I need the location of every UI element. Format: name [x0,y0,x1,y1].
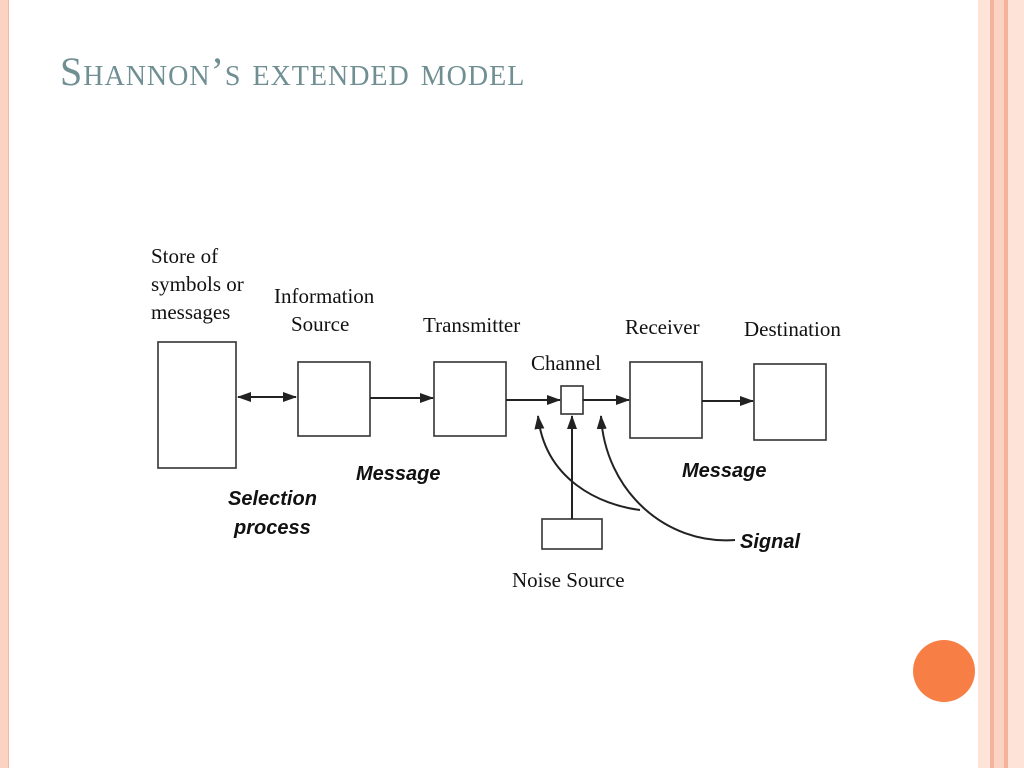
receiver-label: Receiver [625,315,700,339]
message-label-right: Message [682,460,767,482]
slide-title: Shannon’s extended model [60,49,526,94]
message-label-left: Message [356,463,441,485]
source-label-line1: Information [274,284,375,308]
transmitter-label: Transmitter [423,313,520,337]
right-border-stripe [978,0,990,768]
noise-source-label: Noise Source [512,568,625,592]
left-border-stripe [0,0,8,768]
store-label-line3: messages [151,300,230,324]
right-border-stripe [1004,0,1008,768]
store-box [157,341,237,469]
right-border-stripe [1008,0,1024,768]
right-border-stripe [990,0,994,768]
signal-curve-left [534,415,641,511]
selection-label-line2: process [233,517,311,539]
transmitter-box [433,361,507,437]
source-label-line2: Source [291,312,349,336]
information-source-box [297,361,371,437]
destination-label: Destination [744,317,841,341]
store-label-line1: Store of [151,244,218,268]
receiver-box [629,361,703,439]
accent-circle [913,640,975,702]
channel-label: Channel [531,351,601,375]
store-label-line2: symbols or [151,272,244,296]
channel-box [560,385,584,415]
selection-label-line1: Selection [228,488,317,510]
destination-box [753,363,827,441]
signal-curve-right [596,415,736,542]
right-border-stripe [994,0,1004,768]
noise-source-box [541,518,603,550]
signal-label: Signal [740,531,800,553]
